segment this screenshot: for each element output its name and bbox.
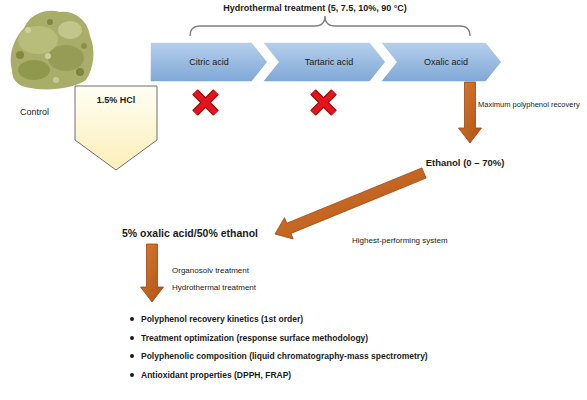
bullet-item: Polyphenolic composition (liquid chromat… bbox=[128, 347, 458, 366]
stage-text: Ethanol (0 – 70%) bbox=[410, 157, 520, 168]
reject-cross bbox=[313, 92, 334, 113]
pentagon-shape bbox=[75, 86, 157, 170]
chevron-shape bbox=[262, 42, 386, 82]
process-chevron: Oxalic acid bbox=[380, 42, 502, 82]
chevron-shape bbox=[380, 42, 502, 82]
stage-node: 5% oxalic acid/50% ethanol bbox=[105, 224, 275, 244]
powder-illustration bbox=[11, 11, 94, 90]
node-text: Oxalic acid bbox=[414, 57, 468, 67]
node-text: Tartaric acid bbox=[295, 57, 354, 67]
bullet-item: Treatment optimization (response surface… bbox=[128, 329, 458, 348]
section-heading: Hydrothermal treatment (5, 7.5, 10%, 90 … bbox=[175, 3, 455, 13]
edge-label: Highest-performing system bbox=[352, 232, 448, 249]
stage-text: 5% oxalic acid/50% ethanol bbox=[105, 227, 275, 239]
brace-bracket bbox=[190, 16, 470, 36]
node-text: Control bbox=[20, 107, 49, 117]
control-pentagon: Control1.5% HCl bbox=[75, 86, 157, 170]
edge-label: Maximum polyphenol recovery bbox=[478, 96, 580, 113]
process-chevron: Citric acid bbox=[150, 42, 268, 82]
stage-node: Ethanol (0 – 70%) bbox=[410, 143, 520, 173]
node-text: Citric acid bbox=[189, 57, 229, 67]
flow-arrow bbox=[275, 168, 426, 239]
stage-node: Polyphenol recovery kinetics (1st order)… bbox=[128, 302, 458, 392]
flow-arrow bbox=[141, 244, 164, 302]
node-text: 1.5% HCl bbox=[75, 86, 157, 105]
chevron-shape bbox=[150, 42, 268, 82]
reject-cross bbox=[195, 92, 216, 113]
edge-label: Organosolv treatment Hydrothermal treatm… bbox=[172, 262, 290, 296]
bullet-item: Polyphenol recovery kinetics (1st order) bbox=[128, 310, 458, 329]
bullet-item: Antioxidant properties (DPPH, FRAP) bbox=[128, 366, 458, 385]
flow-arrow bbox=[459, 82, 482, 143]
process-chevron: Tartaric acid bbox=[262, 42, 386, 82]
